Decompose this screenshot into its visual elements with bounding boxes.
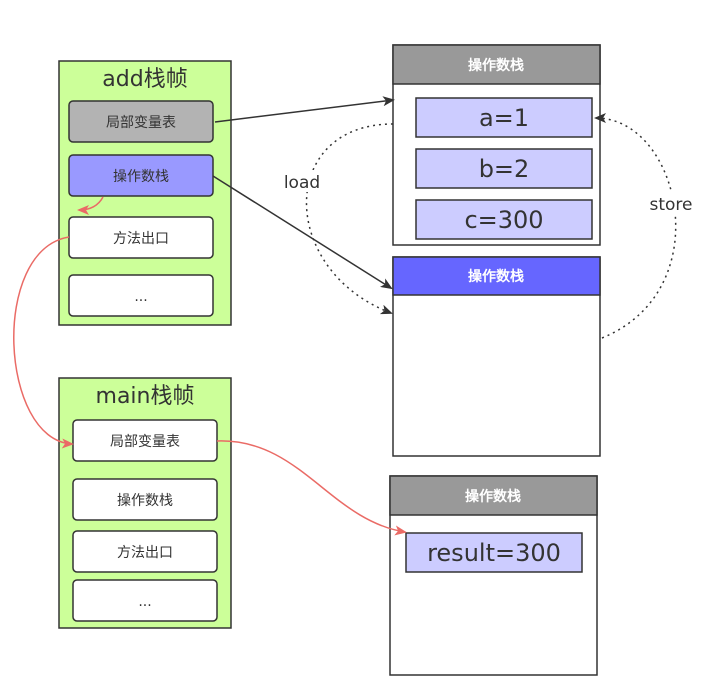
main-operand-stack-cell[interactable] — [72, 478, 218, 521]
value-cell-b[interactable] — [415, 148, 593, 189]
operand-stack-box: 操作数栈 — [392, 256, 601, 457]
value-cell-b-label: b=2 — [479, 155, 530, 183]
main-operand-stack-label: 操作数栈 — [117, 493, 173, 509]
main-local-vars-label: 局部变量表 — [110, 434, 180, 450]
value-cell-c[interactable] — [415, 199, 593, 240]
operand-stack-title: 操作数栈 — [468, 268, 524, 285]
main-more-cell[interactable] — [72, 579, 218, 622]
store-label-bg — [645, 192, 697, 214]
arrow-return-to-main — [13, 236, 74, 449]
add-local-vars-cell[interactable] — [68, 100, 214, 143]
result-box-title: 操作数栈 — [465, 488, 521, 505]
add-return-addr-label: 方法出口 — [113, 231, 169, 247]
store-arrow — [594, 113, 677, 339]
add-operand-stack-label: 操作数栈 — [113, 169, 169, 185]
load-arrow — [305, 123, 394, 315]
value-cell-c-label: c=300 — [464, 206, 543, 234]
operand-stack-header — [392, 256, 601, 296]
result-value-cell[interactable] — [405, 532, 583, 573]
main-frame-title: main栈帧 — [96, 384, 195, 409]
arrow-main-to-result — [216, 440, 407, 536]
arrow-local-vars-to-values — [214, 96, 395, 123]
local-var-table-box: 操作数栈 a=1 b=2 c=300 — [392, 44, 601, 246]
add-more-label: ... — [134, 289, 147, 305]
main-more-label: ... — [138, 594, 151, 610]
load-label: load — [284, 173, 320, 193]
result-box-header — [389, 475, 598, 516]
add-more-cell[interactable] — [68, 274, 214, 317]
value-cell-a[interactable] — [415, 97, 593, 138]
arrow-operand-to-stack — [212, 175, 393, 290]
value-cell-a-label: a=1 — [479, 104, 529, 132]
arrow-operand-to-return — [77, 196, 104, 215]
store-label: store — [650, 195, 693, 215]
add-local-vars-label: 局部变量表 — [106, 115, 176, 131]
main-frame: main栈帧 局部变量表 操作数栈 方法出口 ... — [58, 377, 232, 629]
result-box: 操作数栈 result=300 — [389, 475, 598, 676]
add-operand-stack-cell[interactable] — [68, 154, 214, 197]
add-frame-title: add栈帧 — [102, 67, 187, 92]
local-var-table-title: 操作数栈 — [468, 57, 524, 74]
load-label-bg — [280, 170, 324, 192]
result-value-label: result=300 — [427, 539, 561, 567]
add-frame: add栈帧 局部变量表 操作数栈 方法出口 ... — [58, 60, 232, 326]
local-var-table-header — [392, 44, 601, 85]
main-return-addr-cell[interactable] — [72, 530, 218, 573]
main-return-addr-label: 方法出口 — [117, 545, 173, 561]
